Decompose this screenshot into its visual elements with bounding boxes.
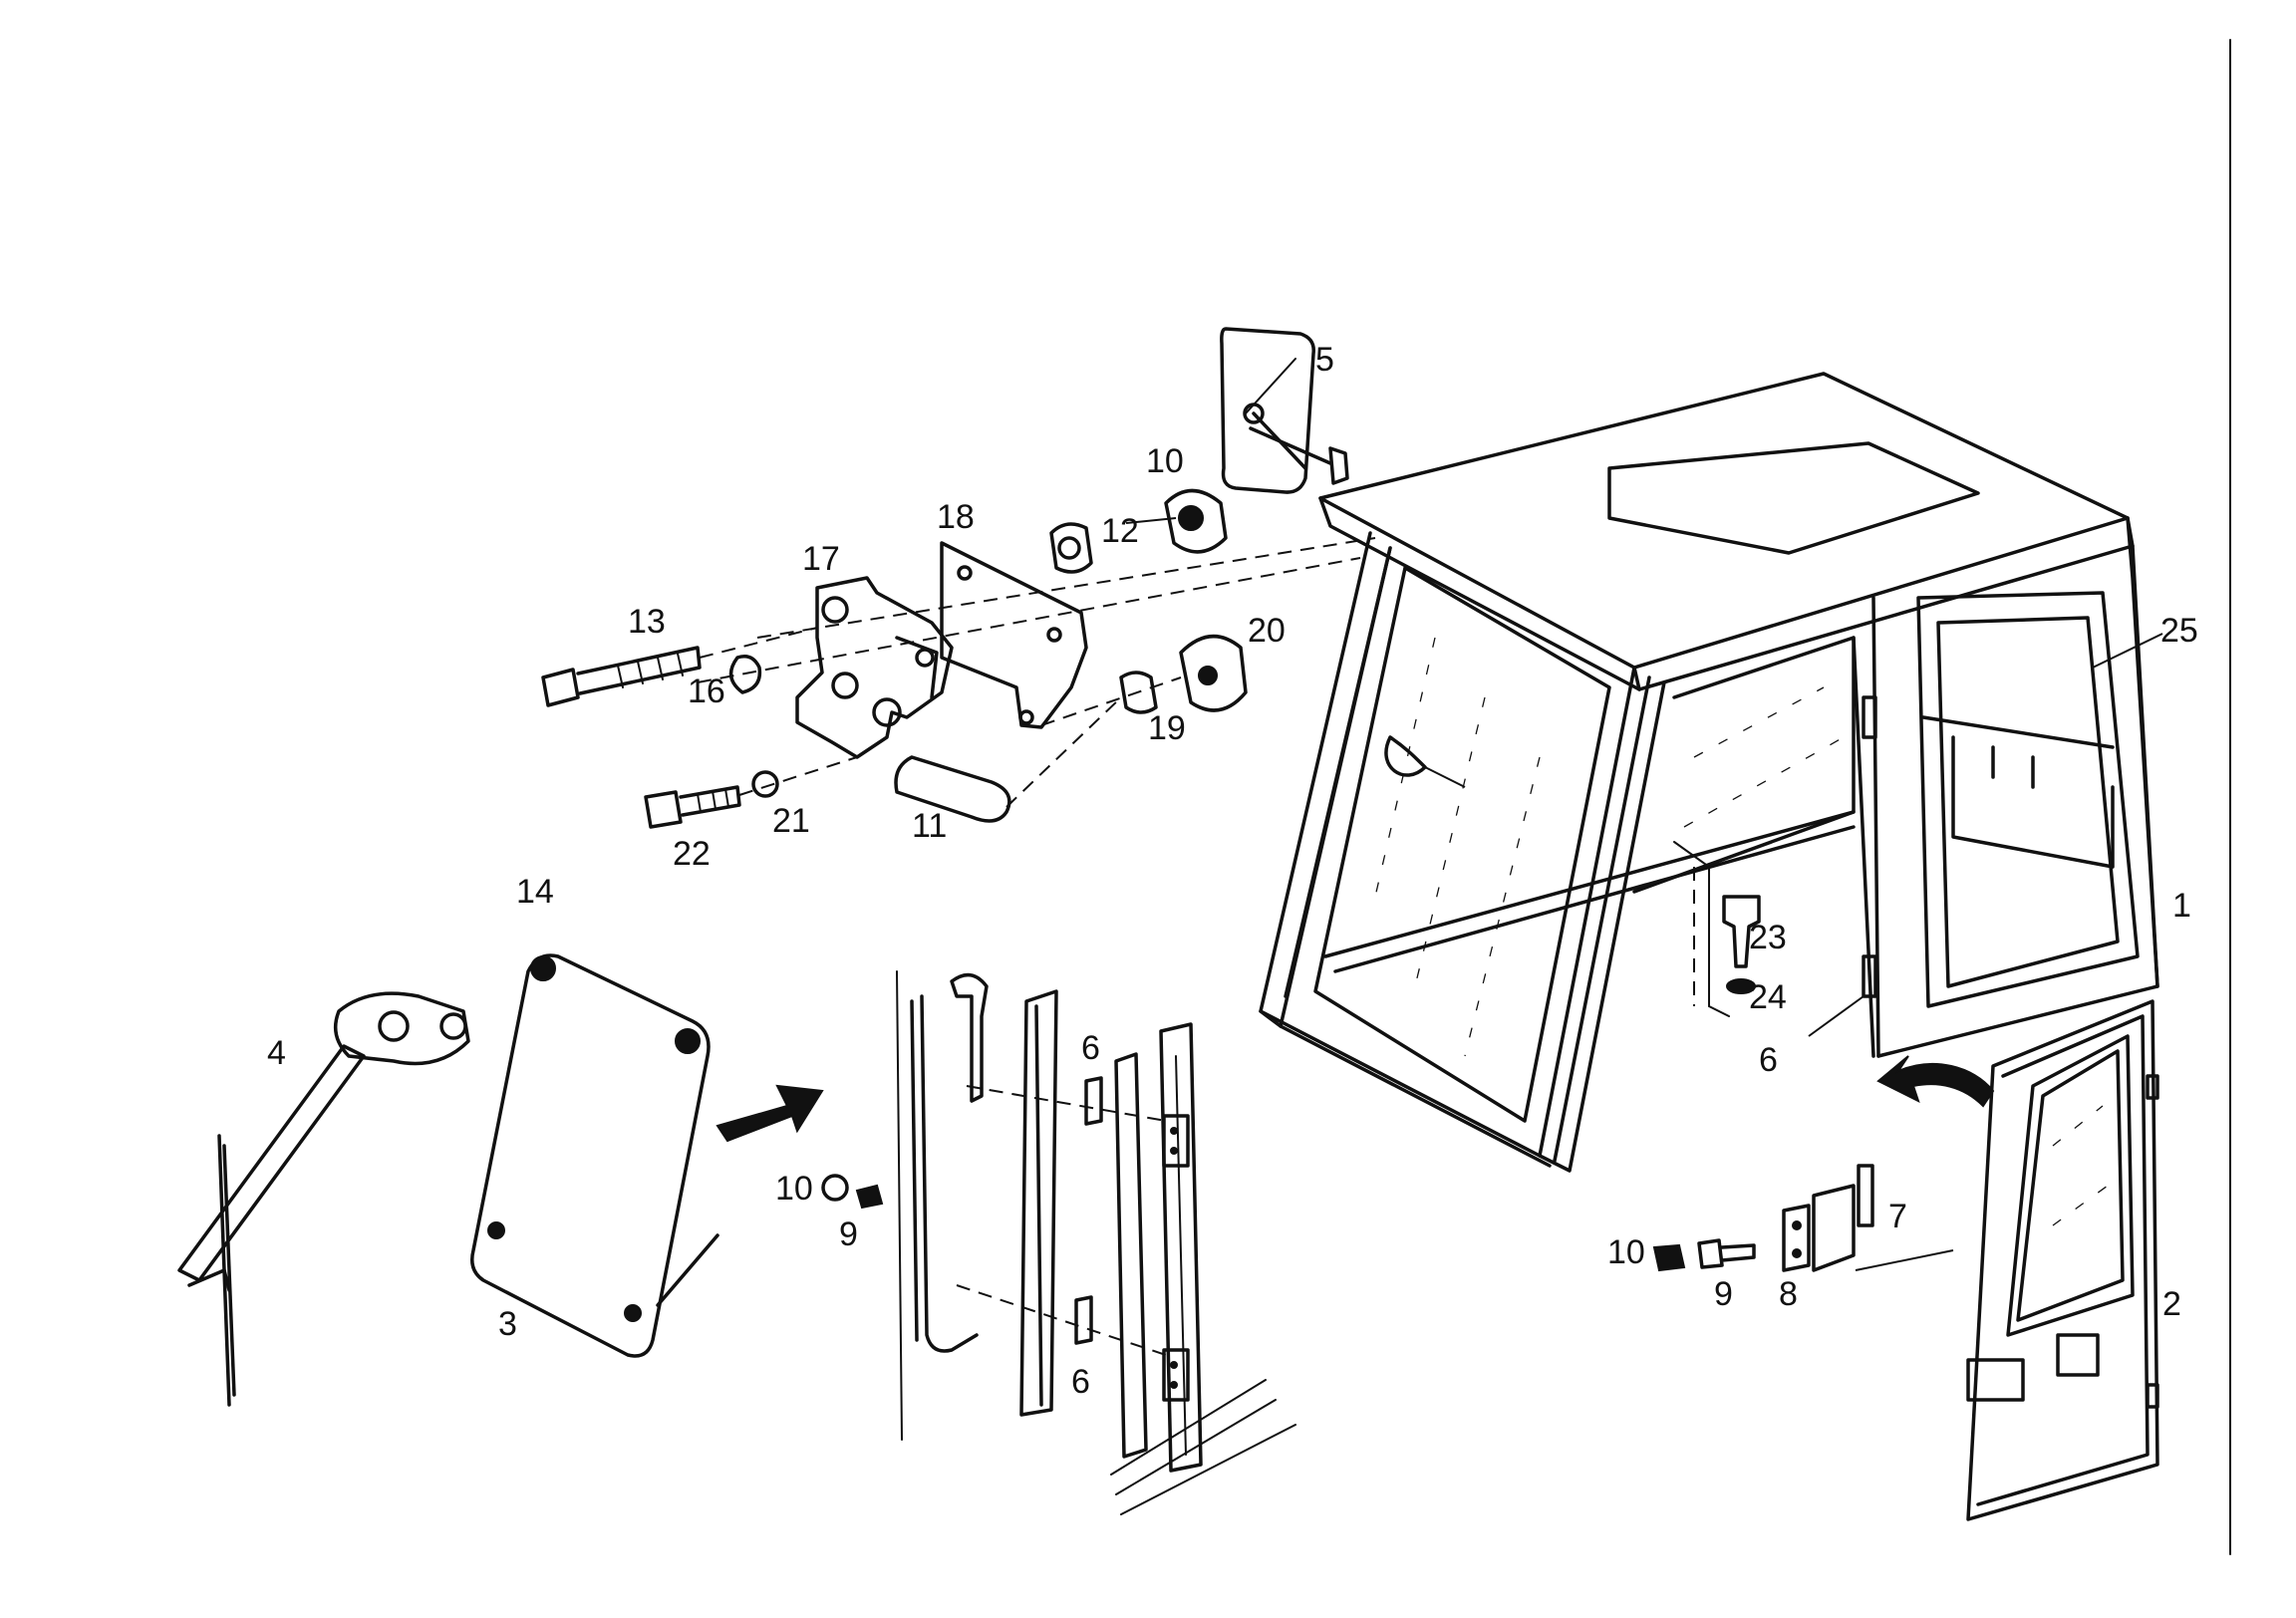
rubber-mount-20: [1179, 634, 1248, 712]
bracket-17: [795, 576, 954, 759]
callout-labels: 1 2 3 4 5 6 6 6 7 8 9 9 10 10 10 11 12 1…: [267, 341, 2198, 1401]
callout-10-left: 10: [775, 1170, 813, 1208]
wiper-motor-head: [333, 991, 470, 1066]
callout-10-top: 10: [1146, 442, 1184, 480]
window-channel-assembly: [821, 970, 1296, 1515]
lower-hinge-plate: [1862, 954, 1877, 998]
door: [1966, 999, 2159, 1521]
callout-22: 22: [673, 835, 711, 873]
callout-20: 20: [1248, 612, 1286, 650]
door-handle-left: [1966, 1358, 2025, 1402]
nut-10-top: [1164, 488, 1228, 554]
spacer-19: [1119, 671, 1158, 714]
bolt-9-right: [1697, 1238, 1756, 1269]
callout-17: 17: [802, 540, 840, 578]
door-handle-right: [2056, 1333, 2100, 1377]
callout-18: 18: [937, 498, 975, 536]
wiper-arm: [177, 1044, 366, 1282]
bolt-9-left: [855, 1184, 884, 1210]
mirror-assembly: [1220, 327, 1349, 494]
clip-16: [728, 655, 762, 694]
callout-24: 24: [1749, 978, 1787, 1016]
callout-23: 23: [1749, 919, 1787, 956]
roof-hatch: [1607, 441, 1980, 555]
callout-19: 19: [1148, 709, 1186, 747]
callout-11: 11: [912, 807, 947, 845]
callout-4: 4: [267, 1034, 286, 1072]
callout-leaders: [2092, 633, 2163, 669]
pin-11: [894, 755, 1011, 823]
wiper-assembly: [177, 991, 470, 1407]
bolt-13-head: [541, 668, 580, 707]
callout-9-left: 9: [839, 1215, 858, 1253]
callout-1: 1: [2172, 887, 2191, 925]
window-channel-1: [1019, 989, 1058, 1417]
door-assembly-arrow: [1876, 1055, 1995, 1108]
assembly-arrow: [716, 1084, 824, 1143]
callout-25: 25: [2160, 612, 2198, 650]
nut-12: [1049, 522, 1093, 574]
callout-13: 13: [628, 603, 666, 641]
hinge-plate: [1782, 1204, 1811, 1272]
callout-6-upper: 6: [1081, 1029, 1100, 1067]
nut-10-right: [1652, 1243, 1686, 1272]
callout-7: 7: [1888, 1198, 1907, 1235]
callout-6-cab: 6: [1759, 1041, 1778, 1079]
cover-plate: [470, 953, 719, 1358]
door-window: [2006, 1034, 2135, 1337]
callout-21: 21: [772, 802, 810, 840]
callout-5: 5: [1315, 341, 1334, 379]
callout-3: 3: [498, 1305, 517, 1343]
screw-23-24: [1673, 841, 1761, 1017]
callout-6-lower: 6: [1071, 1363, 1090, 1401]
rear-window: [1916, 591, 2140, 1008]
callout-12: 12: [1101, 512, 1139, 550]
door-hinge: [1812, 1184, 1856, 1272]
callout-10-right: 10: [1607, 1233, 1645, 1271]
callout-9-right: 9: [1714, 1275, 1733, 1313]
upper-hinge-plate: [1862, 695, 1877, 739]
hinge-fasteners: [1652, 1238, 1756, 1272]
window-channel-3: [1159, 1022, 1203, 1473]
mirror-bracket-group: [541, 488, 1248, 829]
callout-8: 8: [1779, 1275, 1798, 1313]
hinge-assembly: [1782, 1164, 1954, 1272]
bracket-plate-18: [940, 541, 1088, 729]
cab-frame: [1259, 372, 2159, 1173]
mirror-mount: [1328, 446, 1349, 485]
mirror-glass: [1220, 327, 1315, 494]
cab-handle: [1384, 735, 1427, 777]
callout-16: 16: [688, 673, 725, 710]
washer-21: [751, 770, 779, 798]
callout-2: 2: [2162, 1285, 2181, 1323]
hinge-pin: [1857, 1164, 1874, 1227]
screw-14: [530, 955, 556, 981]
bolt-22-head: [644, 790, 683, 829]
callout-14: 14: [516, 873, 554, 911]
window-channel-2: [1114, 1052, 1148, 1459]
nut-10-left: [821, 1174, 849, 1202]
